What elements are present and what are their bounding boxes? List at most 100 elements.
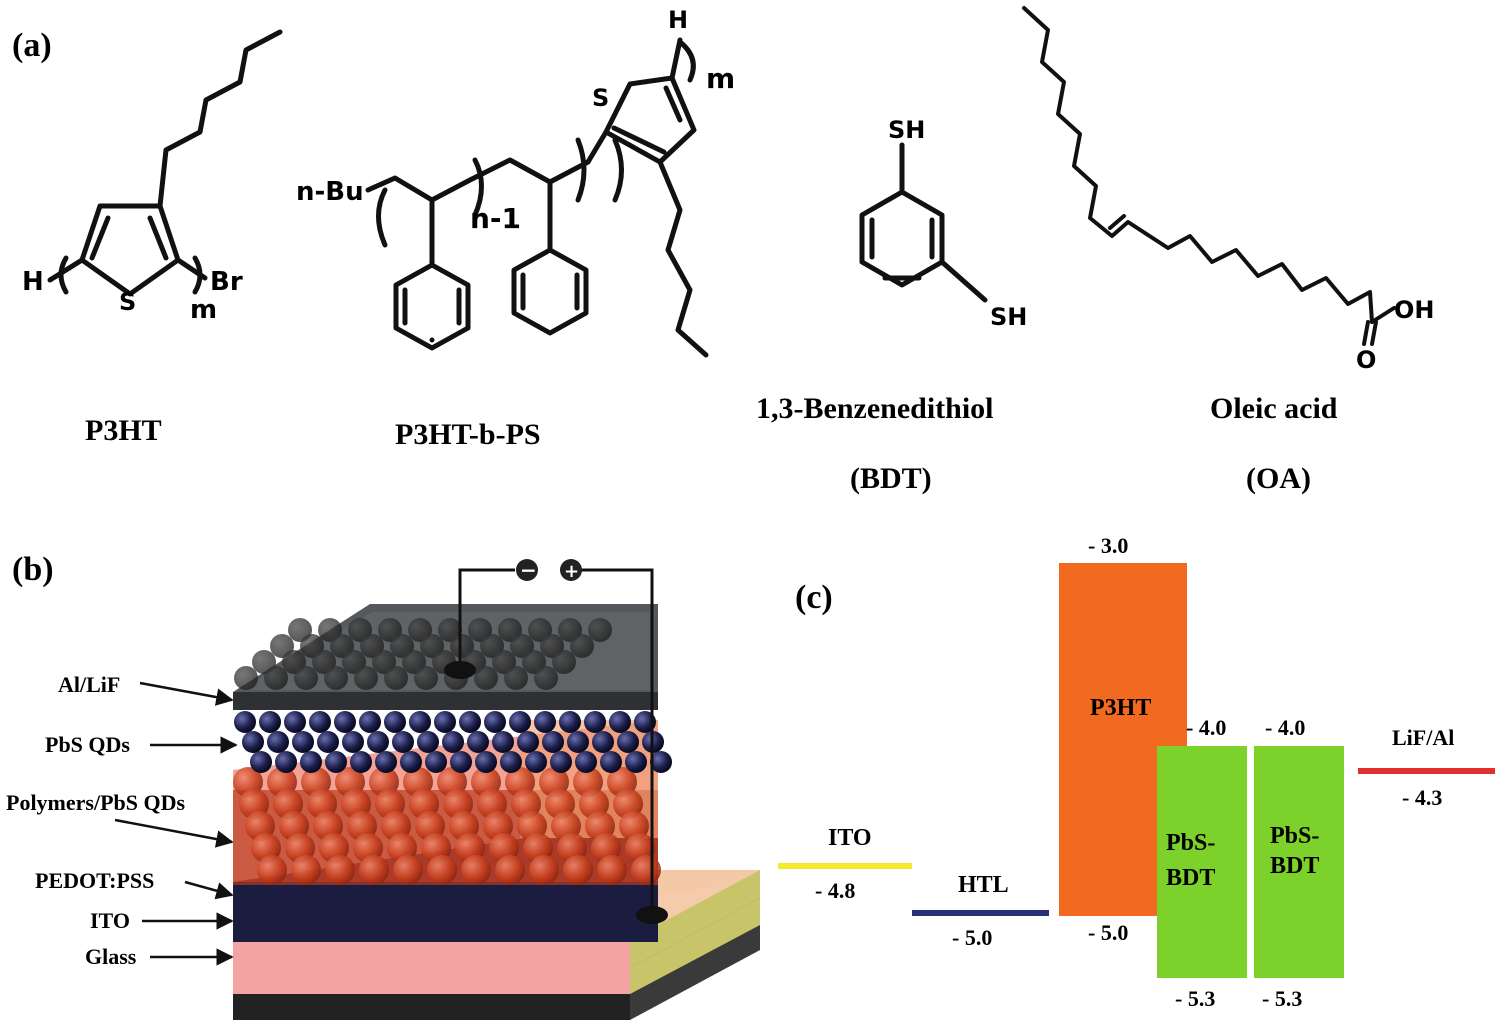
- quantum-dot: [334, 711, 356, 733]
- quantum-dot: [359, 855, 389, 885]
- quantum-dot: [550, 751, 572, 773]
- quantum-dot: [234, 666, 258, 690]
- quantum-dot: [350, 751, 372, 773]
- quantum-dot: [359, 711, 381, 733]
- quantum-dot: [625, 751, 647, 773]
- pbs-bdt-band-1: [1157, 746, 1247, 978]
- p3ht-structure: [47, 29, 283, 297]
- plus-terminal: [560, 559, 582, 581]
- lif-al-level-value: - 4.3: [1402, 785, 1442, 810]
- quantum-dot: [475, 751, 497, 773]
- quantum-dot: [650, 751, 672, 773]
- oa-o: O: [1356, 346, 1376, 374]
- quantum-dot: [509, 711, 531, 733]
- quantum-dot: [617, 731, 639, 753]
- quantum-dot: [592, 731, 614, 753]
- label-glass: Glass: [85, 944, 137, 969]
- quantum-dot: [609, 711, 631, 733]
- oa-abbr: (OA): [1246, 462, 1311, 495]
- quantum-dot: [292, 731, 314, 753]
- quantum-dot: [434, 711, 456, 733]
- panel-label-c: (c): [795, 579, 833, 616]
- pedot-layer: [233, 882, 658, 942]
- label-polymers-pbs: Polymers/PbS QDs: [6, 790, 185, 815]
- quantum-dot: [567, 731, 589, 753]
- pbs-bdt-2-bottom: - 5.3: [1262, 986, 1302, 1011]
- pbs-bdt-1-top: - 4.0: [1186, 715, 1226, 740]
- pbs-bdt-band-2: [1254, 746, 1344, 978]
- oleic-acid-structure: [1022, 6, 1396, 346]
- htl-level-name: HTL: [958, 872, 1009, 898]
- ito-level-name: ITO: [828, 825, 872, 851]
- p3ht-b-ps-n1: n-1: [470, 202, 521, 235]
- p3ht-band-name: P3HT: [1090, 695, 1151, 721]
- quantum-dot: [517, 731, 539, 753]
- quantum-dot: [375, 751, 397, 773]
- quantum-dot: [461, 855, 491, 885]
- p3ht-b-ps-h: H: [668, 6, 688, 34]
- p3ht-name: P3HT: [85, 414, 162, 447]
- ito-side: [630, 870, 760, 968]
- quantum-dot: [552, 650, 576, 674]
- quantum-dot: [275, 751, 297, 773]
- quantum-dot: [442, 731, 464, 753]
- layer-labels: [114, 681, 238, 966]
- oa-oh: OH: [1394, 296, 1435, 324]
- pbs-bdt-2-top: - 4.0: [1265, 715, 1305, 740]
- quantum-dot: [534, 666, 558, 690]
- pbs-bdt-1-line2: BDT: [1166, 865, 1215, 891]
- ito-level-line: [778, 863, 912, 869]
- quantum-dot: [492, 731, 514, 753]
- quantum-dot: [597, 855, 627, 885]
- bdt-name: 1,3-Benzenedithiol: [756, 392, 994, 425]
- quantum-dot: [342, 731, 364, 753]
- pbs-bdt-2-line2: BDT: [1270, 853, 1319, 879]
- label-al-lif: Al/LiF: [58, 672, 120, 697]
- oa-name: Oleic acid: [1210, 392, 1338, 425]
- p3ht-s: S: [119, 288, 136, 316]
- quantum-dot: [325, 751, 347, 773]
- quantum-dot: [631, 855, 661, 885]
- quantum-dot: [384, 711, 406, 733]
- pbs-bdt-1-bottom: - 5.3: [1175, 986, 1215, 1011]
- quantum-dot: [384, 666, 408, 690]
- ito-level-value: - 4.8: [815, 878, 855, 903]
- plus-sign: +: [564, 561, 579, 582]
- pbs-bdt-1-line1: PbS-: [1166, 830, 1215, 856]
- quantum-dot: [600, 751, 622, 773]
- label-pedot-pss: PEDOT:PSS: [35, 868, 154, 893]
- quantum-dot: [495, 855, 525, 885]
- wire-minus: [458, 568, 515, 670]
- quantum-dot: [257, 855, 287, 885]
- p3ht-b-ps-structure: [365, 37, 709, 358]
- quantum-dot: [309, 711, 331, 733]
- quantum-dot: [367, 731, 389, 753]
- quantum-dot: [354, 666, 378, 690]
- polymer-qd-spheres: [233, 767, 661, 885]
- htl-level-line: [912, 910, 1049, 916]
- quantum-dot: [317, 731, 339, 753]
- pbs-bdt-2-line1: PbS-: [1270, 823, 1319, 849]
- label-ito: ITO: [90, 908, 130, 933]
- p3ht-h: H: [22, 267, 44, 297]
- quantum-dot: [500, 751, 522, 773]
- top-qd-spheres: [234, 618, 612, 690]
- quantum-dot: [584, 711, 606, 733]
- lif-al-level-name: LiF/Al: [1392, 725, 1454, 750]
- panel-label-b: (b): [12, 551, 54, 588]
- quantum-dot: [484, 711, 506, 733]
- quantum-dot: [392, 731, 414, 753]
- quantum-dot: [563, 855, 593, 885]
- quantum-dot: [409, 711, 431, 733]
- quantum-dot: [393, 855, 423, 885]
- quantum-dot: [267, 731, 289, 753]
- p3ht-b-ps-name: P3HT-b-PS: [395, 418, 541, 451]
- quantum-dot: [575, 751, 597, 773]
- quantum-dot: [259, 711, 281, 733]
- quantum-dot: [427, 855, 457, 885]
- wire-plus: [580, 568, 654, 915]
- quantum-dot: [250, 751, 272, 773]
- lif-al-level-line: [1358, 768, 1495, 774]
- quantum-dot: [284, 711, 306, 733]
- quantum-dot: [242, 731, 264, 753]
